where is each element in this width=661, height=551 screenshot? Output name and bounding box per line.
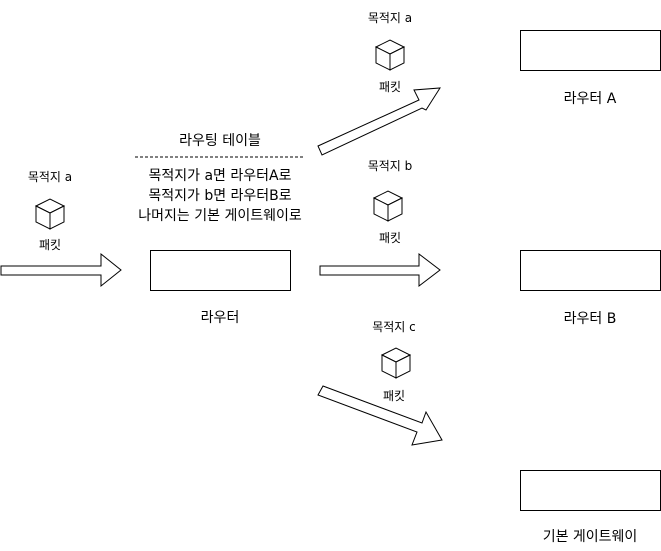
router-a-label: 라우터 A [563, 91, 617, 107]
packet-cube-icon-to-gateway [381, 347, 411, 379]
incoming-packet-label: 패킷 [38, 238, 62, 252]
packet-to-b-destination: 목적지 b [367, 159, 413, 173]
packet-to-a-label: 패킷 [378, 80, 402, 94]
arrow-to-router-b [319, 252, 441, 288]
routing-table-title: 라우팅 테이블 [179, 133, 261, 149]
packet-to-gateway-destination: 목적지 c [372, 320, 416, 334]
router-b-box [520, 250, 661, 291]
arrow-to-default-gateway [317, 385, 443, 446]
packet-to-gateway-label: 패킷 [382, 389, 406, 403]
arrow-to-router-a [317, 87, 441, 156]
router-b-label: 라우터 B [563, 311, 617, 327]
default-gateway-label: 기본 게이트웨이 [542, 529, 638, 545]
packet-to-b-label: 패킷 [378, 231, 402, 245]
routing-rule-default: 나머지는 기본 게이트웨이로 [138, 208, 302, 224]
router-a-box [520, 30, 661, 71]
incoming-arrow [0, 252, 122, 288]
routing-table-rules: 목적지가 a면 라우터A로 목적지가 b면 라우터B로 나머지는 기본 게이트웨… [138, 166, 301, 226]
router-box [150, 250, 291, 291]
packet-cube-icon-to-a [375, 39, 405, 71]
routing-rule-b: 목적지가 b면 라우터B로 [148, 188, 292, 204]
packet-cube-icon-to-b [373, 190, 403, 222]
default-gateway-box [520, 470, 661, 511]
routing-rule-a: 목적지가 a면 라우터A로 [148, 168, 292, 184]
incoming-packet-destination: 목적지 a [27, 170, 73, 184]
packet-cube-icon-incoming [35, 198, 65, 230]
packet-to-a-destination: 목적지 a [367, 11, 413, 25]
router-label: 라우터 [200, 310, 240, 326]
